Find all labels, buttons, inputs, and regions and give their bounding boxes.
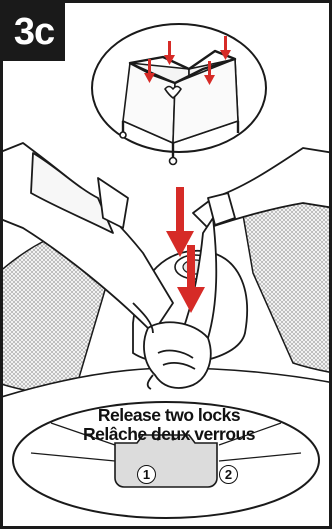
illustration bbox=[3, 3, 329, 526]
lock-number-1-label: 1 bbox=[143, 467, 150, 482]
caption-english: Release two locks bbox=[3, 405, 332, 425]
lock-number-1: 1 bbox=[137, 465, 156, 484]
caption-french: Relâche deux verrous bbox=[3, 424, 332, 444]
step-label: 3c bbox=[14, 11, 54, 54]
step-badge: 3c bbox=[3, 3, 65, 61]
lock-number-2: 2 bbox=[219, 465, 238, 484]
lock-number-2-label: 2 bbox=[225, 467, 232, 482]
playard-inset bbox=[92, 24, 266, 165]
